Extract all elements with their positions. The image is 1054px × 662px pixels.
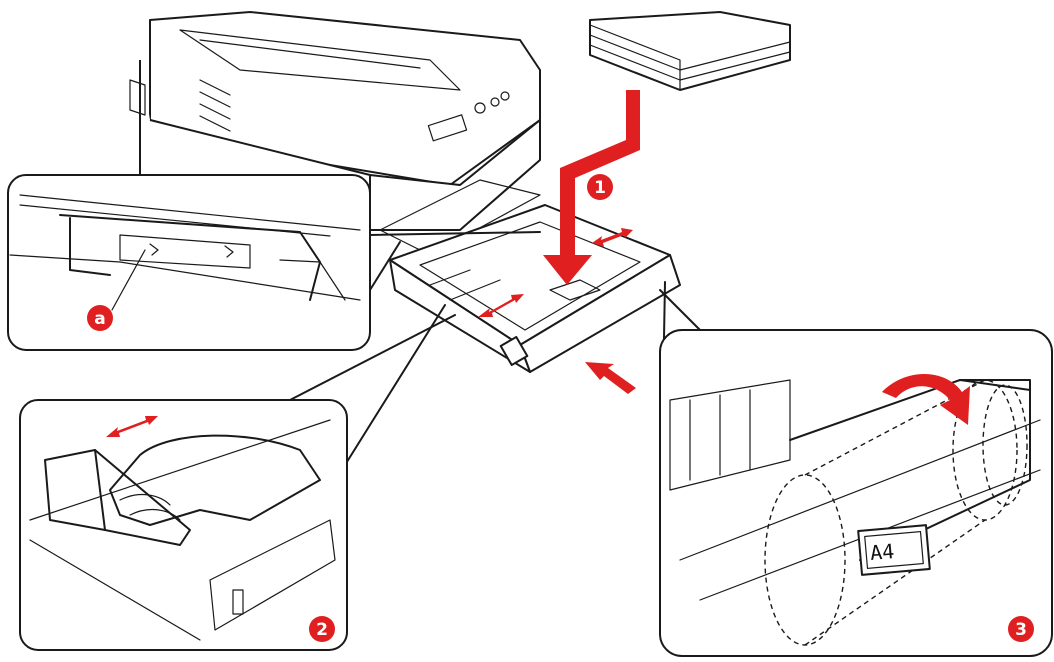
curved-arrow-icon — [882, 374, 970, 425]
paper-size-label: A4 — [869, 539, 895, 565]
detail-a-label: a — [94, 309, 105, 329]
step-2-badge: 2 — [309, 616, 335, 642]
push-arrow-icon — [585, 362, 636, 394]
detail-a-badge: a — [87, 305, 113, 331]
double-arrow-icon — [478, 228, 633, 317]
slide-arrow-icon — [106, 416, 158, 437]
paper-stack-icon — [589, 11, 791, 91]
step-1-badge: 1 — [587, 174, 613, 200]
step-3-label: 3 — [1015, 620, 1027, 640]
step-3-badge: 3 — [1008, 616, 1034, 642]
detail-panel-3: A4 — [659, 281, 1053, 657]
detail-panel-2 — [19, 304, 456, 651]
down-arrow-icon — [543, 90, 640, 285]
step-2-label: 2 — [316, 620, 328, 640]
step-1-label: 1 — [594, 178, 606, 198]
